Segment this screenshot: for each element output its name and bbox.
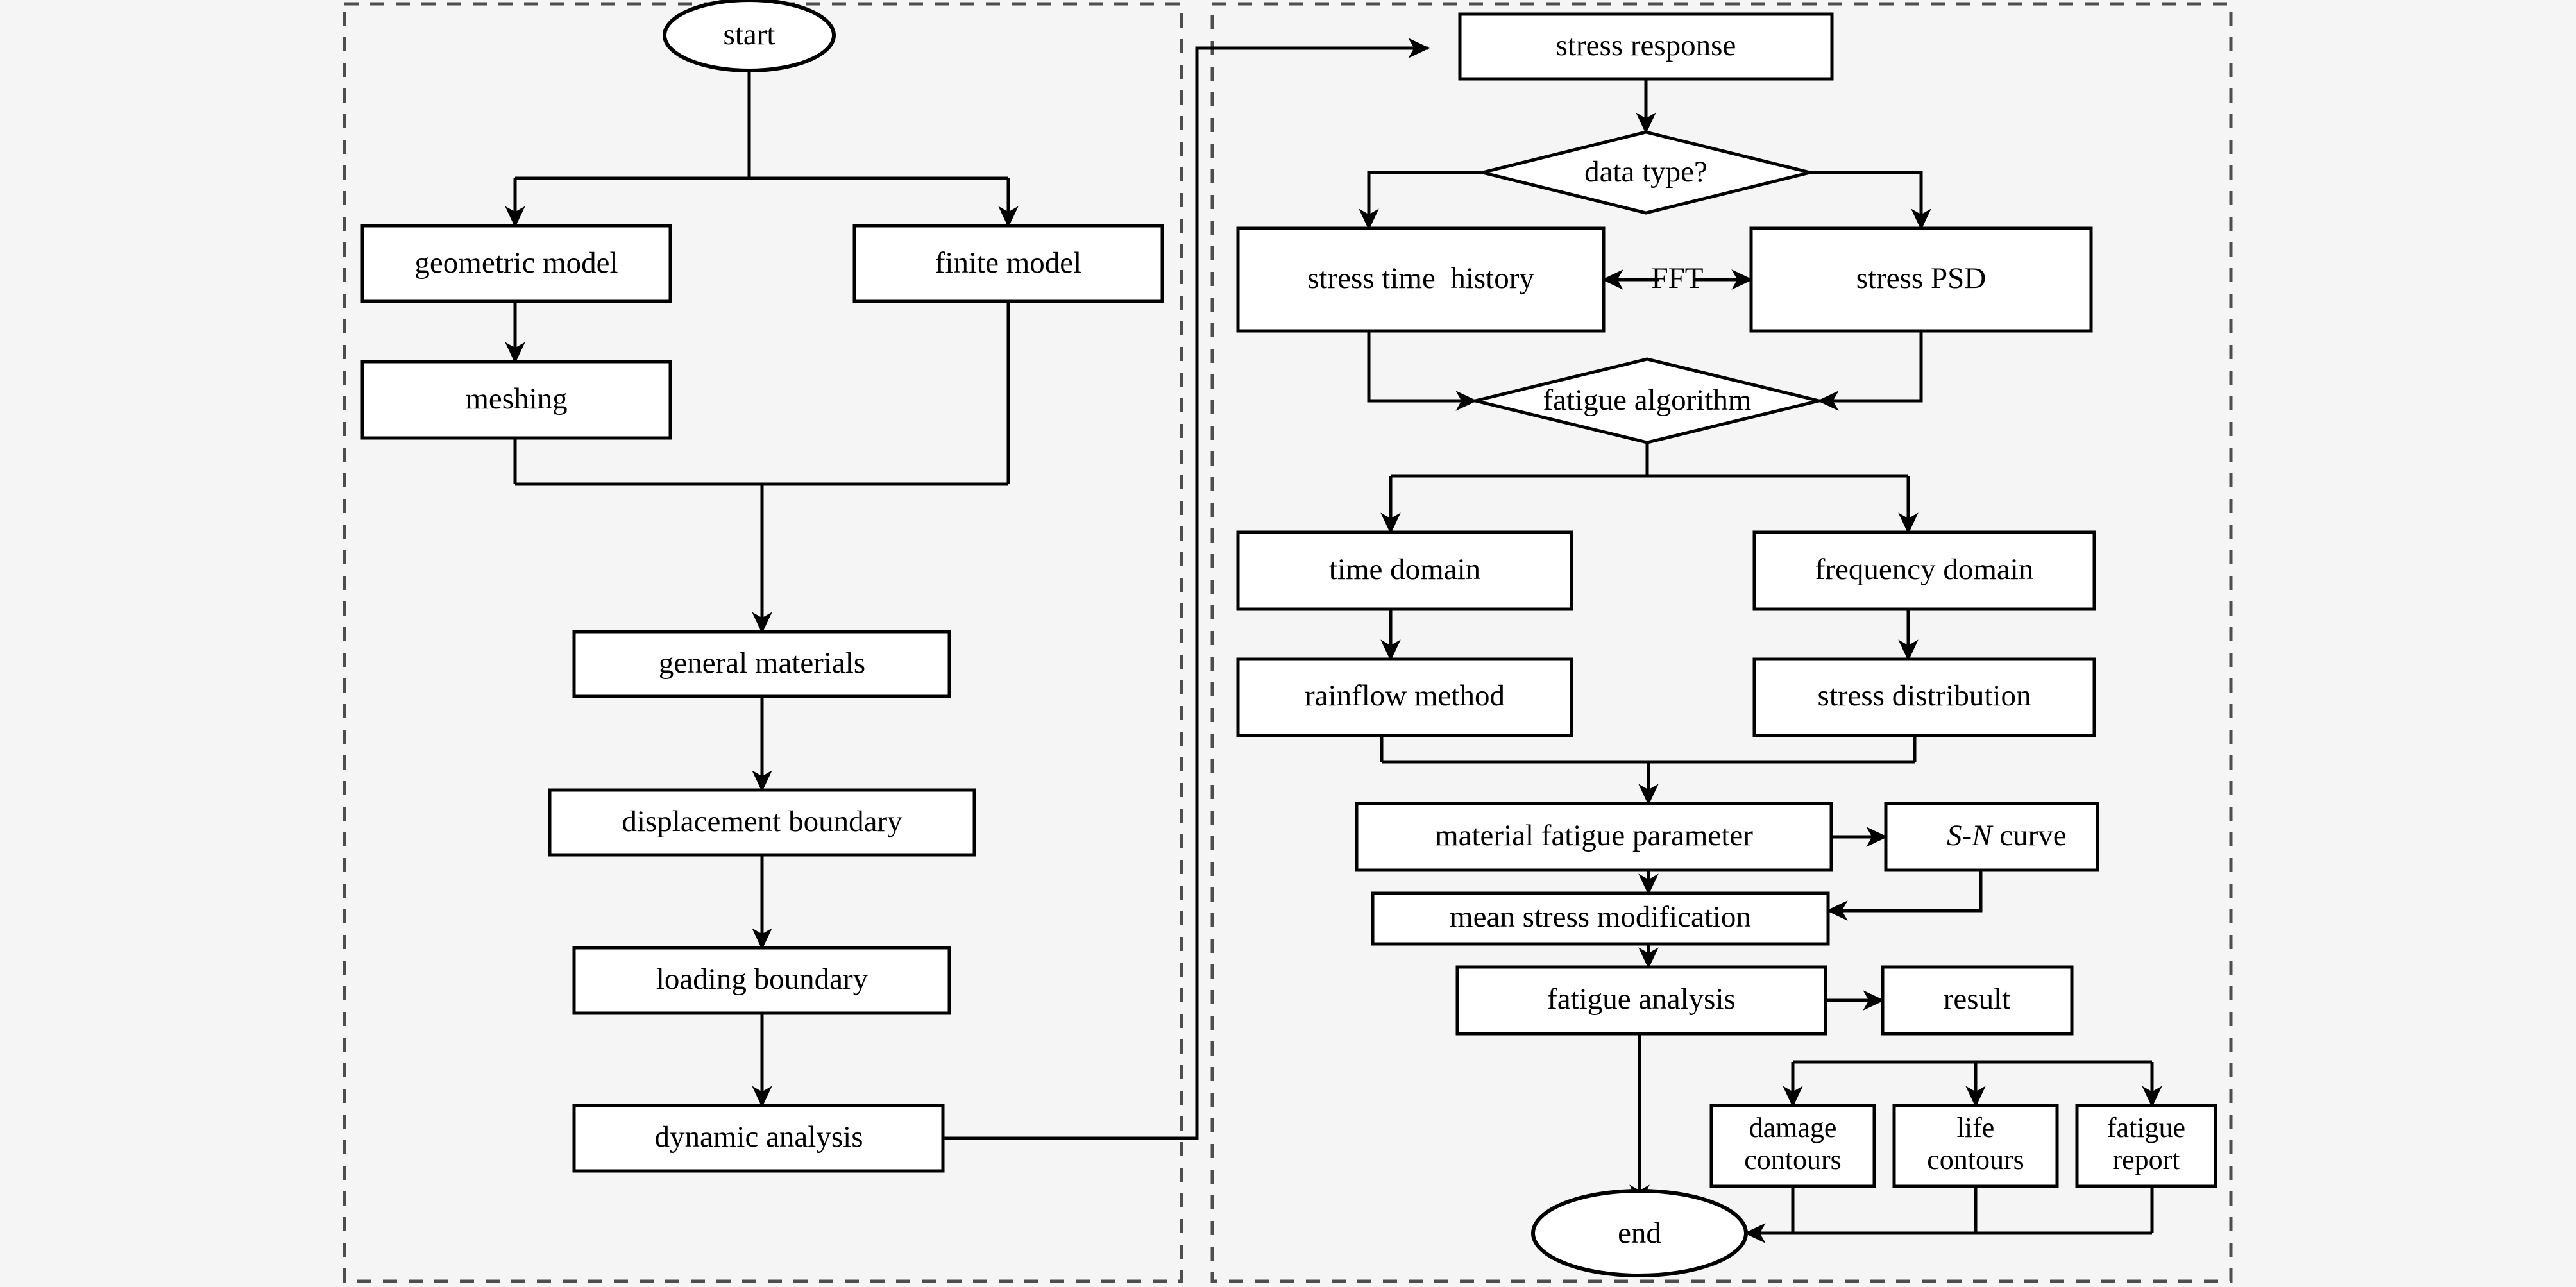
node-result-label: result: [1944, 982, 2010, 1016]
node-end[interactable]: end: [1531, 1189, 1748, 1277]
node-frequency-domain[interactable]: frequency domain: [1752, 530, 2096, 611]
node-fatigue-report[interactable]: fatigue report: [2075, 1104, 2217, 1188]
node-rainflow-method[interactable]: rainflow method: [1236, 657, 1573, 737]
node-time-domain-label: time domain: [1329, 553, 1480, 586]
node-result[interactable]: result: [1881, 965, 2074, 1036]
node-fatigue-algorithm-label: fatigue algorithm: [1543, 383, 1752, 417]
node-stress-time-history-label: stress time history: [1307, 262, 1534, 295]
node-damage-contours-label-line2: contours: [1744, 1144, 1842, 1175]
node-loading-boundary-label: loading boundary: [656, 963, 869, 996]
node-material-fatigue-parameter-label: material fatigue parameter: [1435, 819, 1753, 852]
node-damage-contours[interactable]: damage contours: [1709, 1104, 1876, 1188]
node-damage-contours-label-line1: damage: [1749, 1112, 1837, 1143]
fft-label: FFT: [1652, 262, 1704, 295]
node-mean-stress-modification[interactable]: mean stress modification: [1371, 891, 1830, 946]
sn-curve-dash: -: [1962, 819, 1972, 852]
node-dynamic-analysis-label: dynamic analysis: [654, 1120, 863, 1154]
node-general-materials[interactable]: general materials: [572, 630, 951, 698]
node-fatigue-report-label-line1: fatigue: [2107, 1112, 2185, 1143]
node-fatigue-algorithm-decision[interactable]: fatigue algorithm: [1475, 357, 1820, 444]
node-general-materials-label: general materials: [659, 646, 865, 680]
node-mean-stress-modification-label: mean stress modification: [1450, 900, 1751, 934]
node-displacement-boundary-label: displacement boundary: [622, 805, 902, 838]
node-fatigue-analysis-label: fatigue analysis: [1547, 982, 1736, 1016]
sn-curve-tail: curve: [1992, 819, 2067, 852]
node-life-contours[interactable]: life contours: [1892, 1104, 2059, 1188]
node-material-fatigue-parameter[interactable]: material fatigue parameter: [1355, 802, 1833, 872]
node-rainflow-method-label: rainflow method: [1305, 679, 1505, 712]
node-life-contours-label-line1: life: [1957, 1112, 1995, 1143]
node-fatigue-analysis[interactable]: fatigue analysis: [1455, 965, 1827, 1036]
edge-stress-time-history-to-fatigue-algorithm: [1367, 331, 1477, 411]
node-start-label: start: [724, 18, 775, 51]
node-end-label: end: [1618, 1216, 1661, 1250]
node-stress-distribution[interactable]: stress distribution: [1752, 657, 2096, 737]
node-life-contours-label-line2: contours: [1927, 1144, 2024, 1175]
node-frequency-domain-label: frequency domain: [1815, 553, 2034, 586]
edge-data-type-to-stress-psd: [1810, 171, 1931, 230]
node-stress-psd-label: stress PSD: [1856, 262, 1986, 295]
right-panel-border: [1210, 2, 2233, 1283]
edge-stress-psd-to-fatigue-algorithm: [1817, 331, 1923, 411]
node-meshing[interactable]: meshing: [360, 360, 672, 440]
node-stress-psd[interactable]: stress PSD: [1749, 226, 2093, 333]
edge-data-type-to-stress-time-history: [1359, 171, 1482, 230]
node-stress-response[interactable]: stress response: [1458, 12, 1834, 81]
node-meshing-label: meshing: [465, 382, 567, 416]
node-sn-curve[interactable]: S-N curve: [1884, 802, 2099, 872]
node-stress-response-label: stress response: [1556, 29, 1736, 62]
node-start[interactable]: start: [663, 0, 836, 72]
edge-sn-curve-to-mean-stress-modification: [1826, 870, 1983, 921]
node-geometric-model-label: geometric model: [414, 246, 618, 280]
node-stress-distribution-label: stress distribution: [1818, 679, 2031, 712]
node-finite-model[interactable]: finite model: [852, 224, 1164, 303]
node-stress-time-history[interactable]: stress time history: [1236, 226, 1606, 333]
node-dynamic-analysis[interactable]: dynamic analysis: [572, 1104, 945, 1173]
sn-curve-s: S: [1947, 819, 1962, 852]
node-loading-boundary[interactable]: loading boundary: [572, 946, 951, 1015]
sn-curve-n: N: [1971, 819, 1994, 852]
node-data-type-label: data type?: [1584, 155, 1707, 189]
node-displacement-boundary[interactable]: displacement boundary: [548, 788, 976, 857]
edge-dynamic-analysis-to-stress-response: [943, 38, 1430, 1140]
label-fft: FFT: [1652, 262, 1704, 295]
node-sn-curve-label: S-N curve: [1947, 819, 2067, 852]
node-data-type-decision[interactable]: data type?: [1482, 130, 1811, 215]
node-time-domain[interactable]: time domain: [1236, 530, 1573, 611]
node-finite-model-label: finite model: [935, 246, 1081, 280]
node-geometric-model[interactable]: geometric model: [360, 224, 672, 303]
node-fatigue-report-label-line2: report: [2112, 1144, 2180, 1175]
